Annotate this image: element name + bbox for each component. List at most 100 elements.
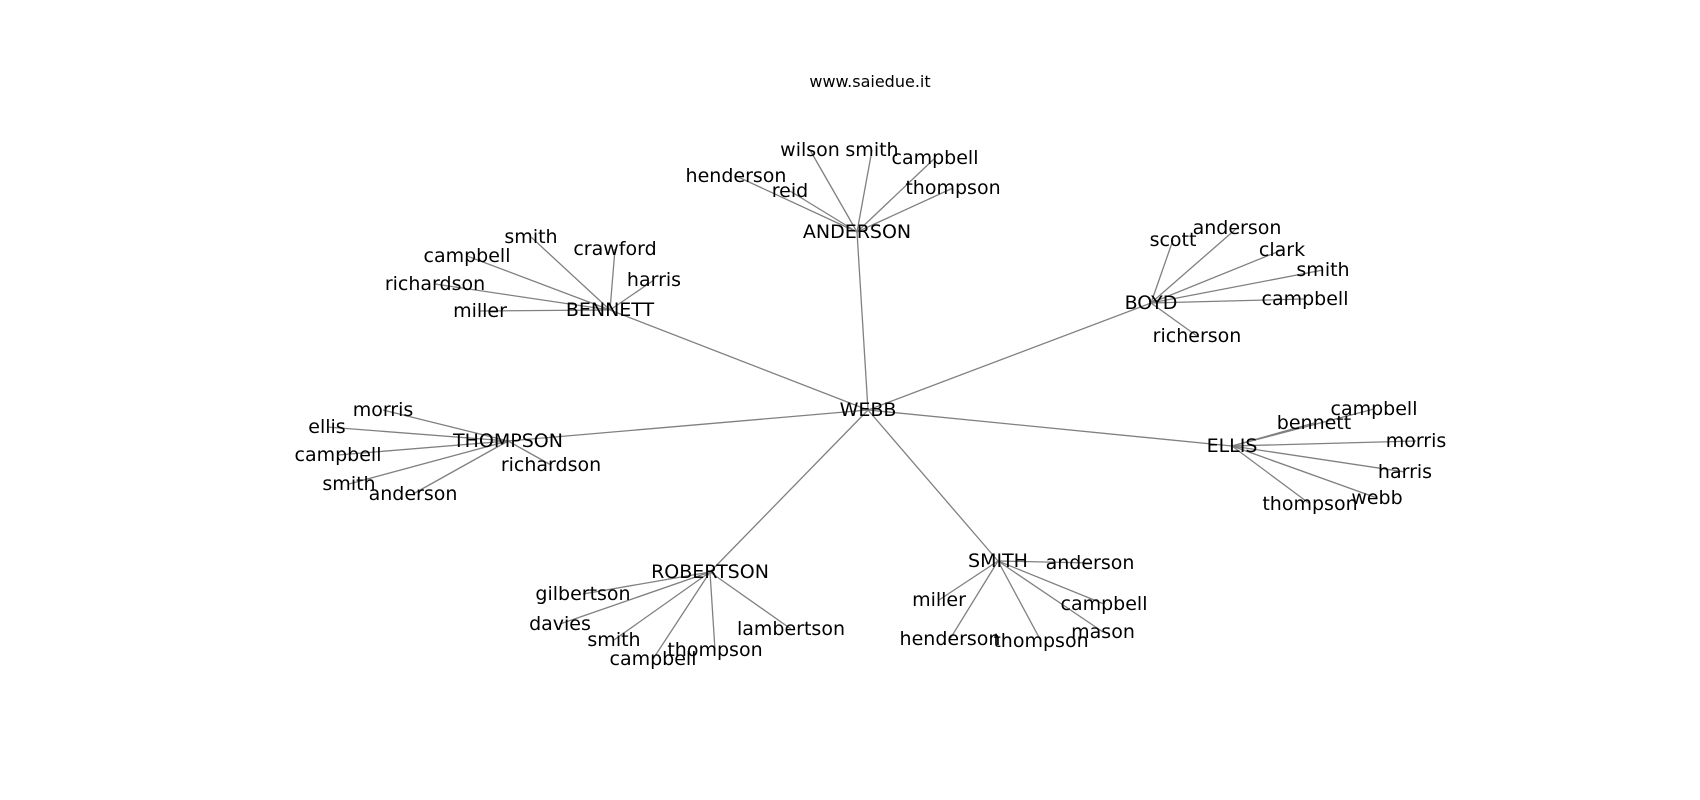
leaf-node-smith-miller: miller — [912, 589, 966, 611]
edge-anderson-campbell — [856, 157, 936, 233]
leaf-node-boyd-anderson: anderson — [1193, 217, 1282, 239]
leaf-node-ellis-bennett: bennett — [1277, 412, 1351, 434]
leaf-node-ellis-campbell: campbell — [1331, 398, 1418, 420]
leaf-node-anderson-henderson: henderson — [686, 165, 787, 187]
leaf-node-ellis-thompson: thompson — [1262, 493, 1357, 515]
edge-ellis-webb — [1231, 445, 1378, 499]
leaf-node-thompson-morris: morris — [353, 399, 414, 421]
leaf-node-thompson-richardson: richardson — [501, 454, 601, 476]
leaf-node-smith-henderson: henderson — [900, 628, 1001, 650]
leaf-node-robertson-campbell: campbell — [610, 648, 697, 670]
leaf-node-bennett-richardson: richardson — [385, 273, 485, 295]
edge-root-bennett — [609, 309, 869, 411]
leaf-node-bennett-harris: harris — [627, 269, 681, 291]
leaf-node-boyd-smith: smith — [1296, 259, 1349, 281]
edges-layer — [326, 149, 1417, 660]
leaf-node-anderson-wilson: wilson — [780, 139, 840, 161]
leaf-node-thompson-anderson: anderson — [369, 483, 458, 505]
edge-robertson-lambertson — [709, 571, 792, 630]
edge-smith-henderson — [949, 560, 999, 640]
root-node: WEBB — [840, 399, 897, 421]
edge-bennett-crawford — [609, 248, 616, 311]
edge-boyd-anderson — [1150, 227, 1238, 304]
edge-anderson-wilson — [809, 149, 858, 233]
site-title: www.saiedue.it — [809, 72, 931, 91]
leaf-node-bennett-campbell: campbell — [424, 245, 511, 267]
edge-bennett-miller — [479, 309, 611, 312]
leaf-node-robertson-davies: davies — [529, 613, 591, 635]
hub-node-smith: SMITH — [968, 550, 1028, 572]
hub-node-robertson: ROBERTSON — [651, 561, 769, 583]
hub-node-anderson: ANDERSON — [803, 221, 911, 243]
edge-robertson-campbell — [652, 571, 711, 660]
edge-robertson-davies — [559, 571, 711, 625]
leaf-node-thompson-smith: smith — [322, 473, 375, 495]
edge-robertson-smith — [613, 571, 711, 641]
edge-smith-thompson — [997, 560, 1042, 642]
leaf-node-smith-anderson: anderson — [1046, 552, 1135, 574]
edge-thompson-smith — [348, 440, 509, 485]
edge-bennett-campbell — [466, 255, 611, 311]
edge-root-smith — [867, 409, 999, 562]
edge-root-robertson — [709, 409, 869, 573]
edge-thompson-richardson — [507, 440, 552, 466]
leaf-node-robertson-gilbertson: gilbertson — [535, 583, 630, 605]
leaf-node-bennett-miller: miller — [453, 300, 507, 322]
leaf-node-thompson-ellis: ellis — [308, 416, 345, 438]
edge-anderson-thompson — [856, 187, 954, 233]
leaf-node-anderson-reid: reid — [772, 180, 808, 202]
leaf-node-bennett-smith: smith — [504, 226, 557, 248]
edge-root-ellis — [867, 409, 1233, 447]
leaf-node-smith-thompson: thompson — [993, 630, 1088, 652]
edge-boyd-scott — [1150, 239, 1174, 304]
leaf-node-boyd-clark: clark — [1259, 239, 1305, 261]
edge-boyd-campbell — [1150, 298, 1306, 304]
edge-robertson-thompson — [709, 571, 716, 651]
leaf-node-boyd-richerson: richerson — [1153, 325, 1242, 347]
leaf-node-anderson-smith: smith — [845, 139, 898, 161]
edge-anderson-smith — [856, 149, 873, 233]
leaf-node-smith-campbell: campbell — [1061, 593, 1148, 615]
edge-smith-campbell — [997, 560, 1105, 605]
edge-bennett-richardson — [434, 283, 611, 311]
edge-smith-mason — [997, 560, 1104, 633]
leaf-node-ellis-morris: morris — [1386, 430, 1447, 452]
edge-anderson-henderson — [735, 175, 858, 233]
edge-ellis-bennett — [1231, 422, 1315, 447]
edge-boyd-richerson — [1150, 302, 1198, 337]
leaf-node-thompson-campbell: campbell — [295, 444, 382, 466]
edge-bennett-smith — [530, 236, 611, 311]
edge-boyd-smith — [1150, 269, 1324, 304]
edge-ellis-harris — [1231, 445, 1406, 473]
edge-ellis-morris — [1231, 440, 1417, 447]
edge-anderson-reid — [789, 190, 858, 233]
edge-ellis-thompson — [1231, 445, 1311, 505]
edge-root-thompson — [507, 409, 869, 442]
edge-root-boyd — [867, 302, 1152, 411]
leaf-node-bennett-crawford: crawford — [573, 238, 656, 260]
edge-smith-anderson — [997, 560, 1091, 564]
edge-root-anderson — [856, 231, 869, 411]
hub-node-boyd: BOYD — [1125, 292, 1178, 314]
leaf-node-anderson-thompson: thompson — [905, 177, 1000, 199]
edge-thompson-campbell — [337, 440, 509, 456]
edge-bennett-harris — [609, 279, 655, 311]
leaf-node-boyd-campbell: campbell — [1262, 288, 1349, 310]
leaf-node-robertson-thompson: thompson — [667, 639, 762, 661]
leaf-node-boyd-scott: scott — [1150, 229, 1197, 251]
hub-node-bennett: BENNETT — [566, 299, 655, 321]
leaf-node-anderson-campbell: campbell — [892, 147, 979, 169]
hub-node-ellis: ELLIS — [1207, 435, 1258, 457]
leaf-node-ellis-webb: webb — [1351, 487, 1402, 509]
leaf-node-robertson-smith: smith — [587, 629, 640, 651]
leaf-node-smith-mason: mason — [1071, 621, 1135, 643]
edge-smith-miller — [938, 560, 999, 601]
leaf-node-robertson-lambertson: lambertson — [737, 618, 845, 640]
edge-boyd-clark — [1150, 249, 1283, 304]
hub-node-thompson: THOMPSON — [452, 430, 563, 452]
edge-robertson-gilbertson — [582, 571, 711, 595]
edge-thompson-morris — [382, 409, 509, 442]
edge-thompson-anderson — [412, 440, 509, 495]
